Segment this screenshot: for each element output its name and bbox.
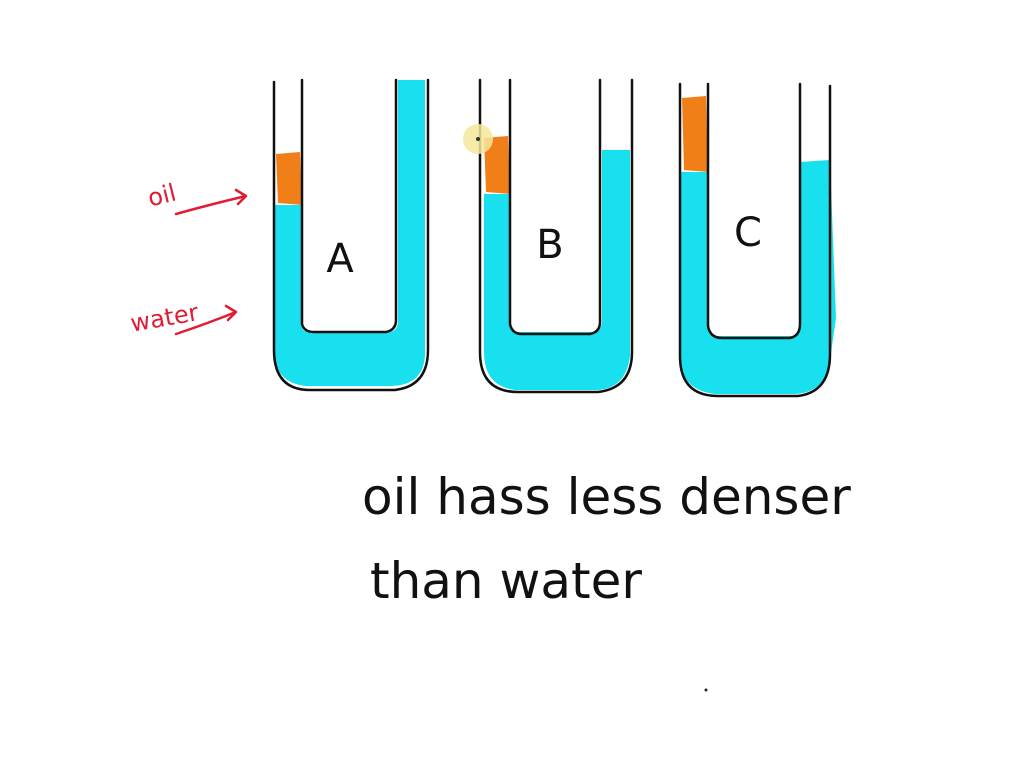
water-fill-a [274, 80, 425, 386]
oil-column-c [682, 96, 708, 172]
pointer-dot [476, 137, 480, 141]
u-tube-a: A [272, 78, 430, 392]
tube-outline-a [272, 78, 430, 392]
oil-column-b [484, 136, 510, 194]
tube-outline-b [478, 78, 634, 394]
water-fill-c [680, 160, 836, 394]
tube-outline-c [678, 82, 832, 398]
oil-column-a [276, 152, 302, 205]
water-annotation: water [128, 298, 238, 338]
tube-label-c: C [734, 210, 762, 256]
oil-label: oil [145, 179, 179, 213]
oil-annotation: oil [145, 179, 248, 216]
oil-arrow-icon [174, 188, 248, 216]
u-tube-c: C [678, 82, 836, 398]
note-line-2: than water [370, 552, 642, 610]
water-label: water [128, 298, 200, 337]
tube-label-b: B [536, 222, 563, 268]
u-tube-b: B [478, 78, 634, 394]
water-arrow-icon [174, 304, 238, 336]
note-line-1: oil hass less denser [362, 468, 851, 526]
stray-mark [704, 688, 708, 692]
tube-label-a: A [326, 236, 354, 282]
water-fill-b [484, 150, 630, 390]
